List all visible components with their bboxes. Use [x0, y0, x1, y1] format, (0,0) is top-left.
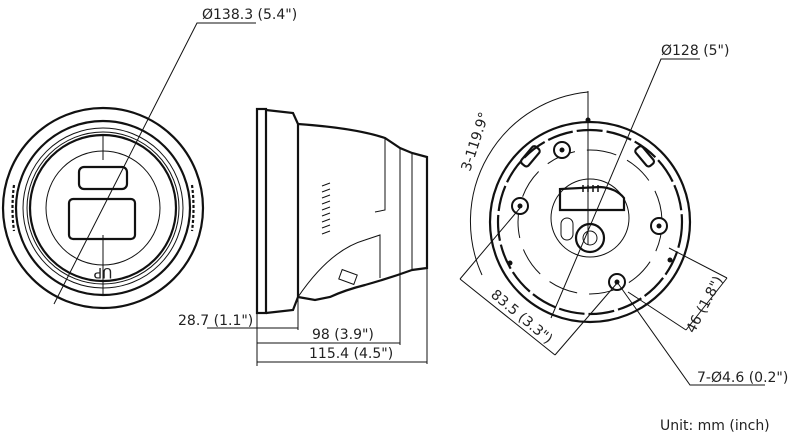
- bottom-diameter-label: Ø128 (5"): [661, 43, 729, 59]
- up-mark: UP: [94, 264, 113, 280]
- offset-label: 46 (1.8"): [683, 274, 726, 336]
- bottom-view: Ø128 (5") 3-119.9° 83.5 (3.3") 46 (1.8")…: [459, 43, 789, 386]
- holes-label: 7-Ø4.6 (0.2"): [697, 370, 788, 386]
- angle-label: 3-119.9°: [459, 110, 493, 173]
- side-view: 28.7 (1.1") 98 (3.9") 115.4 (4.5"): [178, 107, 429, 366]
- depth-label: 98 (3.9"): [312, 327, 374, 343]
- front-diameter-label: Ø138.3 (5.4"): [202, 7, 297, 23]
- base-height-label: 28.7 (1.1"): [178, 313, 253, 329]
- total-depth-label: 115.4 (4.5"): [309, 346, 393, 362]
- unit-label: Unit: mm (inch): [660, 418, 770, 434]
- mounting-holes: [511, 141, 668, 291]
- speaker-grille: [321, 182, 331, 235]
- front-view: UP Ø138.3 (5.4"): [1, 7, 297, 310]
